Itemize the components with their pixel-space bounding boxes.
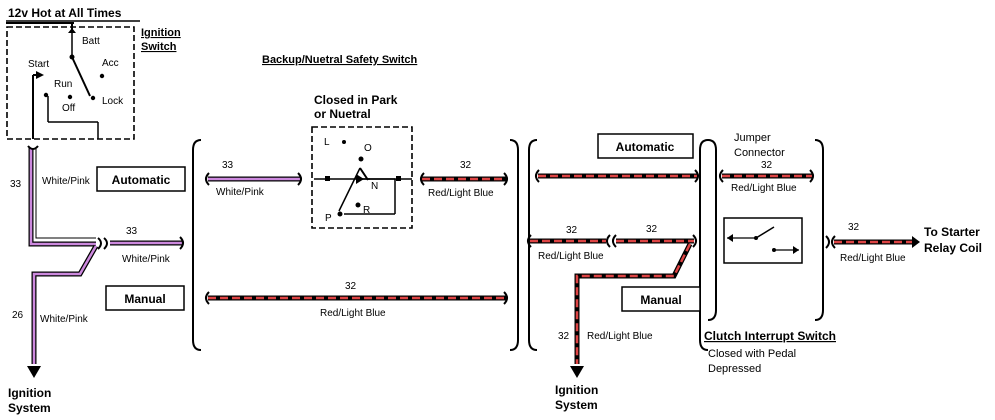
w32-jumper-num: 32 [761,160,773,171]
w33-vertical-num: 33 [10,179,22,190]
w32-mid-num-b: 32 [646,224,658,235]
wire-26-branch [31,244,99,364]
lock-label: Lock [102,96,124,107]
bracket-jumper-left [707,139,717,321]
ignition-switch: Ignition Switch Batt Acc Start Run Off L… [6,22,181,140]
w32-out-num: 32 [848,222,860,233]
starter-label-2: Relay Coil [924,241,982,255]
batt-label: Batt [82,36,100,47]
w33-auto-color: White/Pink [216,187,265,198]
ignition-left-1: Ignition [8,386,51,400]
switch-contact-arm [71,56,91,97]
starter-label-1: To Starter [924,225,980,239]
w32-jumper-color: Red/Light Blue [731,183,797,194]
w33-branch-color: White/Pink [122,254,171,265]
bracket-mid-right-outer [699,139,709,351]
w32-out-color: Red/Light Blue [840,253,906,264]
automatic-box-right [597,133,694,159]
ignition-switch-label-2: Switch [141,41,177,53]
connector-33-top [27,145,39,150]
gear-l: L [324,137,330,148]
gear-r: R [363,205,370,216]
clutch-note-1: Closed with Pedal [708,348,796,360]
w26-num: 26 [12,310,24,321]
clutch-switch-box [723,217,803,264]
w32-safety-num: 32 [460,160,472,171]
run-label: Run [54,79,72,90]
automatic-label-right: Automatic [616,140,675,154]
safety-switch-box [311,126,413,229]
w33-vertical-color: White/Pink [42,176,91,187]
arrow-starter [912,236,920,248]
w32-safety-color: Red/Light Blue [428,188,494,199]
w32-mid-color: Red/Light Blue [538,251,604,262]
w32-down-color: Red/Light Blue [587,331,653,342]
start-label: Start [28,59,49,70]
automatic-label-left: Automatic [112,173,171,187]
gear-p: P [325,213,332,224]
w33-branch-num: 33 [126,226,138,237]
automatic-box-left [96,166,186,192]
clutch-note-2: Depressed [708,363,761,375]
wire-33-vertical [28,148,96,247]
arrow-ignition-mid [570,366,584,378]
manual-label-right: Manual [640,293,681,307]
ignition-mid-2: System [555,398,598,412]
gear-n: N [371,181,378,192]
title-12v-hot: 12v Hot at All Times [8,6,122,20]
manual-box-left [105,285,185,311]
ignition-left-2: System [8,401,51,415]
safety-switch-title: Backup/Nuetral Safety Switch [262,54,418,66]
w32-down-num: 32 [558,331,570,342]
safety-note-1: Closed in Park [314,93,398,107]
w32-mid-num-a: 32 [566,225,578,236]
w32-manual-num: 32 [345,281,357,292]
arrow-ignition-left [27,366,41,378]
splice-connector [97,237,108,250]
bracket-left [192,139,202,351]
manual-box-right [621,286,701,312]
wire-32-down [574,242,693,364]
acc-label: Acc [102,58,119,69]
ignition-mid-1: Ignition [555,383,598,397]
jumper-label-2: Connector [734,147,785,159]
ignition-switch-box [6,26,135,140]
bracket-jumper-right [814,139,824,321]
clutch-title: Clutch Interrupt Switch [704,329,836,343]
w33-auto-num: 33 [222,160,234,171]
ignition-switch-label-1: Ignition [141,27,181,39]
off-label: Off [62,103,75,114]
safety-note-2: or Nuetral [314,107,371,121]
gear-o: O [364,143,372,154]
jumper-label-1: Jumper [734,132,771,144]
w32-manual-color: Red/Light Blue [320,308,386,319]
w26-color: White/Pink [40,314,89,325]
bracket-right [509,139,519,351]
manual-label-left: Manual [124,292,165,306]
